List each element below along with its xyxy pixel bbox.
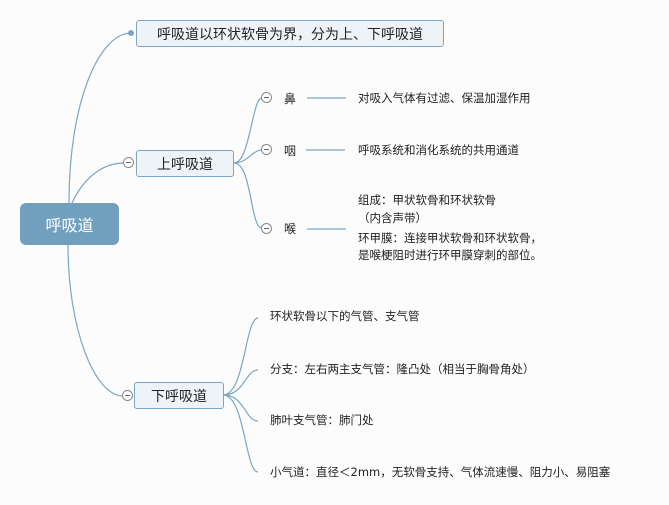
larynx-note-line: （内含声带）: [358, 211, 427, 225]
summary-node[interactable]: 呼吸道以环状软骨为界，分为上、下呼吸道: [136, 20, 444, 47]
lower-child[interactable]: 环状软骨以下的气管、支气管: [270, 309, 420, 323]
lower-child[interactable]: 分支：左右两主支气管：隆凸处（相当于胸骨角处）: [270, 362, 535, 376]
upper-airway-node[interactable]: 上呼吸道: [136, 150, 234, 177]
larynx-note-line: 是喉梗阻时进行环甲膜穿刺的部位。: [358, 248, 542, 262]
pharynx-note: 呼吸系统和消化系统的共用通道: [358, 143, 519, 157]
lower-airway-node[interactable]: 下呼吸道: [134, 382, 224, 409]
lower-airway-label: 下呼吸道: [151, 388, 207, 405]
nose-note: 对吸入气体有过滤、保温加湿作用: [358, 91, 531, 105]
larynx-note-line: 环甲膜：连接甲状软骨和环状软骨，: [358, 231, 542, 245]
collapse-nose-icon[interactable]: [261, 92, 272, 103]
collapse-upper-icon[interactable]: [123, 157, 134, 168]
root-node[interactable]: 呼吸道: [20, 203, 119, 245]
upper-airway-label: 上呼吸道: [157, 156, 213, 173]
nose-node[interactable]: 鼻: [284, 92, 297, 106]
root-label: 呼吸道: [45, 216, 94, 235]
collapse-larynx-icon[interactable]: [261, 223, 272, 234]
lower-child[interactable]: 肺叶支气管：肺门处: [270, 413, 374, 427]
lower-child[interactable]: 小气道：直径＜2mm，无软骨支持、气体流速慢、阻力小、易阻塞: [270, 465, 611, 479]
larynx-node[interactable]: 喉: [284, 222, 297, 236]
collapse-pharynx-icon[interactable]: [261, 144, 272, 155]
larynx-note-line: 组成：甲状软骨和环状软骨: [358, 193, 496, 207]
collapse-lower-icon[interactable]: [122, 390, 133, 401]
pharynx-node[interactable]: 咽: [284, 144, 297, 158]
summary-label: 呼吸道以环状软骨为界，分为上、下呼吸道: [157, 26, 423, 43]
